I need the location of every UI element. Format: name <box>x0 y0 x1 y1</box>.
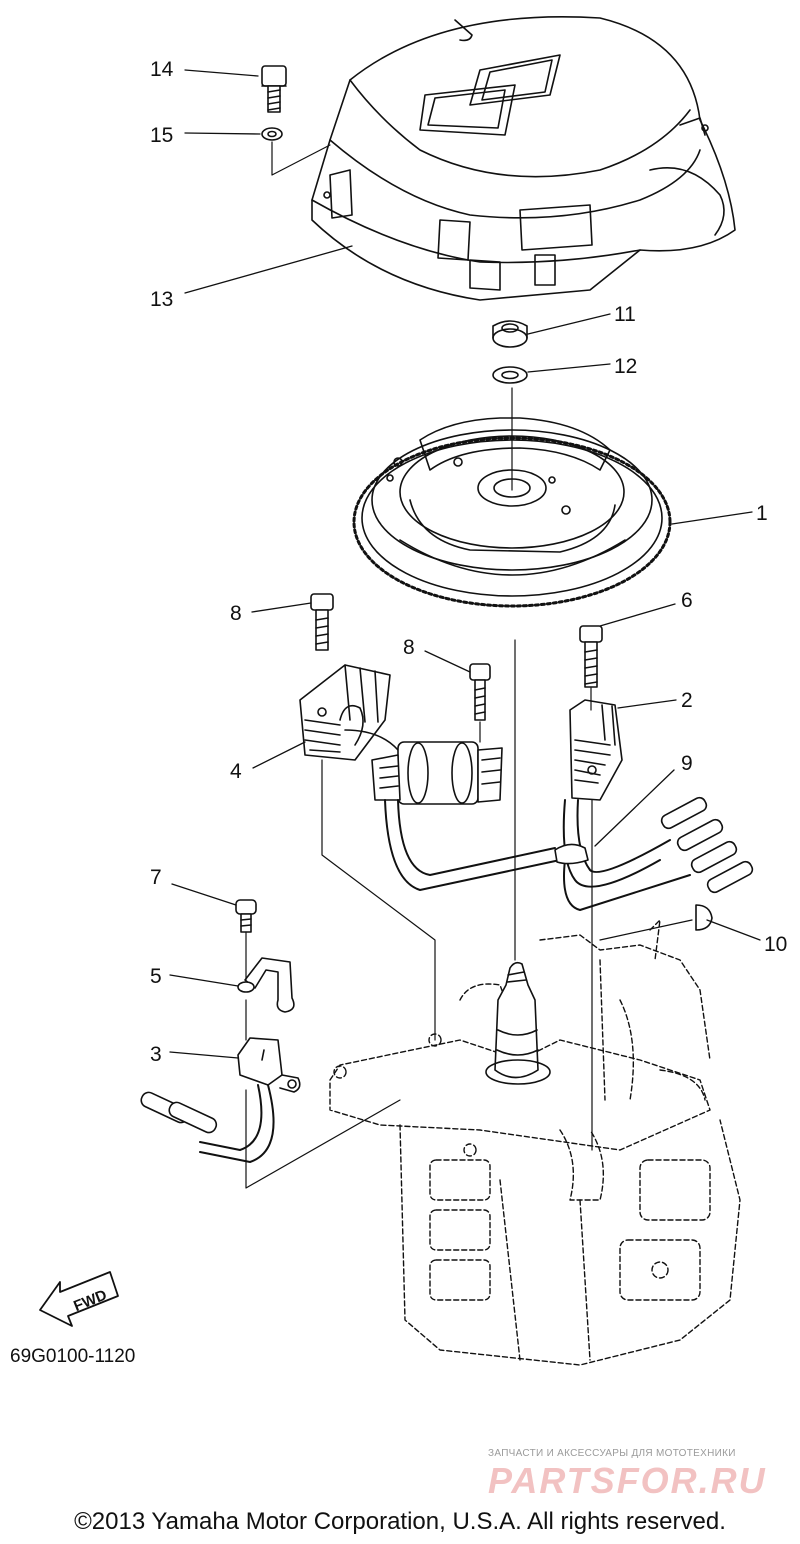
forward-direction-arrow: FWD <box>39 1271 119 1327</box>
callout-15: 15 <box>150 124 173 147</box>
assembly-line <box>271 141 331 176</box>
part-8-bolt-left <box>310 593 334 651</box>
engine-crankcase-phantom <box>329 919 741 1366</box>
part-13-flywheel-cover <box>311 15 736 301</box>
part-8-bolt-right <box>469 663 491 721</box>
callout-6: 6 <box>681 589 693 612</box>
callout-2: 2 <box>681 689 693 712</box>
callout-4: 4 <box>230 760 242 783</box>
part-2-pulser-coil <box>569 699 623 801</box>
watermark-logo: PARTSFOR.RU <box>488 1460 767 1501</box>
callout-labels: 1 2 3 4 5 6 7 8 8 9 10 11 12 13 14 15 <box>150 58 787 1066</box>
part-9-clamp-and-leads <box>554 796 754 911</box>
callout-14: 14 <box>150 58 174 81</box>
assembly-center-lines <box>245 387 693 1189</box>
callout-8-left: 8 <box>230 602 242 625</box>
leader-lines <box>169 69 761 1059</box>
part-5-bracket <box>237 957 295 1013</box>
part-14-bolt <box>261 65 287 113</box>
callout-11: 11 <box>614 303 636 326</box>
watermark-tagline: ЗАПЧАСТИ И АКСЕССУАРЫ ДЛЯ МОТОТЕХНИКИ <box>488 1448 736 1459</box>
crankshaft-taper <box>485 961 551 1085</box>
part-15-washer <box>261 127 283 141</box>
part-6-bolt <box>579 625 603 688</box>
callout-7: 7 <box>150 866 162 889</box>
callout-13: 13 <box>150 288 173 311</box>
part-12-washer <box>492 366 528 384</box>
part-10-woodruff-key <box>695 904 713 931</box>
callout-10: 10 <box>764 933 787 956</box>
callout-8-right: 8 <box>403 636 415 659</box>
copyright-notice: ©2013 Yamaha Motor Corporation, U.S.A. A… <box>74 1508 726 1535</box>
part-3-rectifier <box>140 1037 301 1163</box>
callout-5: 5 <box>150 965 162 988</box>
part-11-nut <box>492 320 528 348</box>
callout-1: 1 <box>756 502 768 525</box>
callout-3: 3 <box>150 1043 162 1066</box>
part-4-stator-assembly <box>299 664 561 891</box>
drawing-code: 69G0100-1120 <box>10 1346 136 1367</box>
part-1-flywheel <box>352 417 672 608</box>
callout-12: 12 <box>614 355 637 378</box>
callout-9: 9 <box>681 752 693 775</box>
part-7-screw <box>235 899 257 933</box>
